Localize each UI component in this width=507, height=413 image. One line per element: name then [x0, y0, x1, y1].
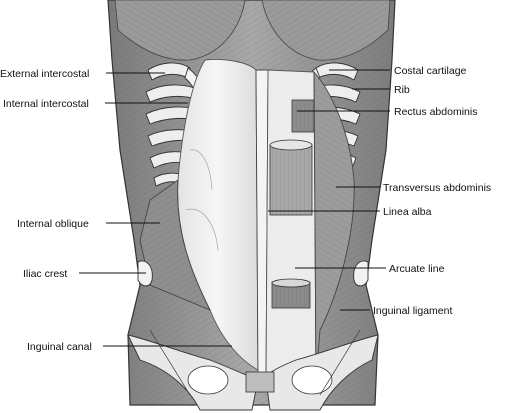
- label-external-intercostal: External intercostal: [0, 68, 89, 80]
- label-costal-cartilage: Costal cartilage: [394, 65, 467, 77]
- label-internal-oblique: Internal oblique: [17, 218, 89, 230]
- label-inguinal-canal: Inguinal canal: [27, 341, 92, 353]
- label-transversus-abdominis: Transversus abdominis: [383, 182, 491, 194]
- label-rib: Rib: [394, 84, 410, 96]
- leader-lines: [79, 69, 390, 347]
- label-iliac-crest: Iliac crest: [23, 268, 67, 280]
- label-inguinal-ligament: Inguinal ligament: [373, 305, 452, 317]
- label-arcuate-line: Arcuate line: [389, 263, 445, 275]
- right-rectus: [265, 69, 317, 381]
- label-rectus-abdominis: Rectus abdominis: [394, 106, 477, 118]
- left-iliac-crest: [137, 260, 153, 287]
- right-iliac-crest: [353, 260, 369, 287]
- label-linea-alba: Linea alba: [383, 206, 432, 218]
- label-internal-intercostal: Internal intercostal: [3, 98, 89, 110]
- pelvis: [127, 329, 379, 411]
